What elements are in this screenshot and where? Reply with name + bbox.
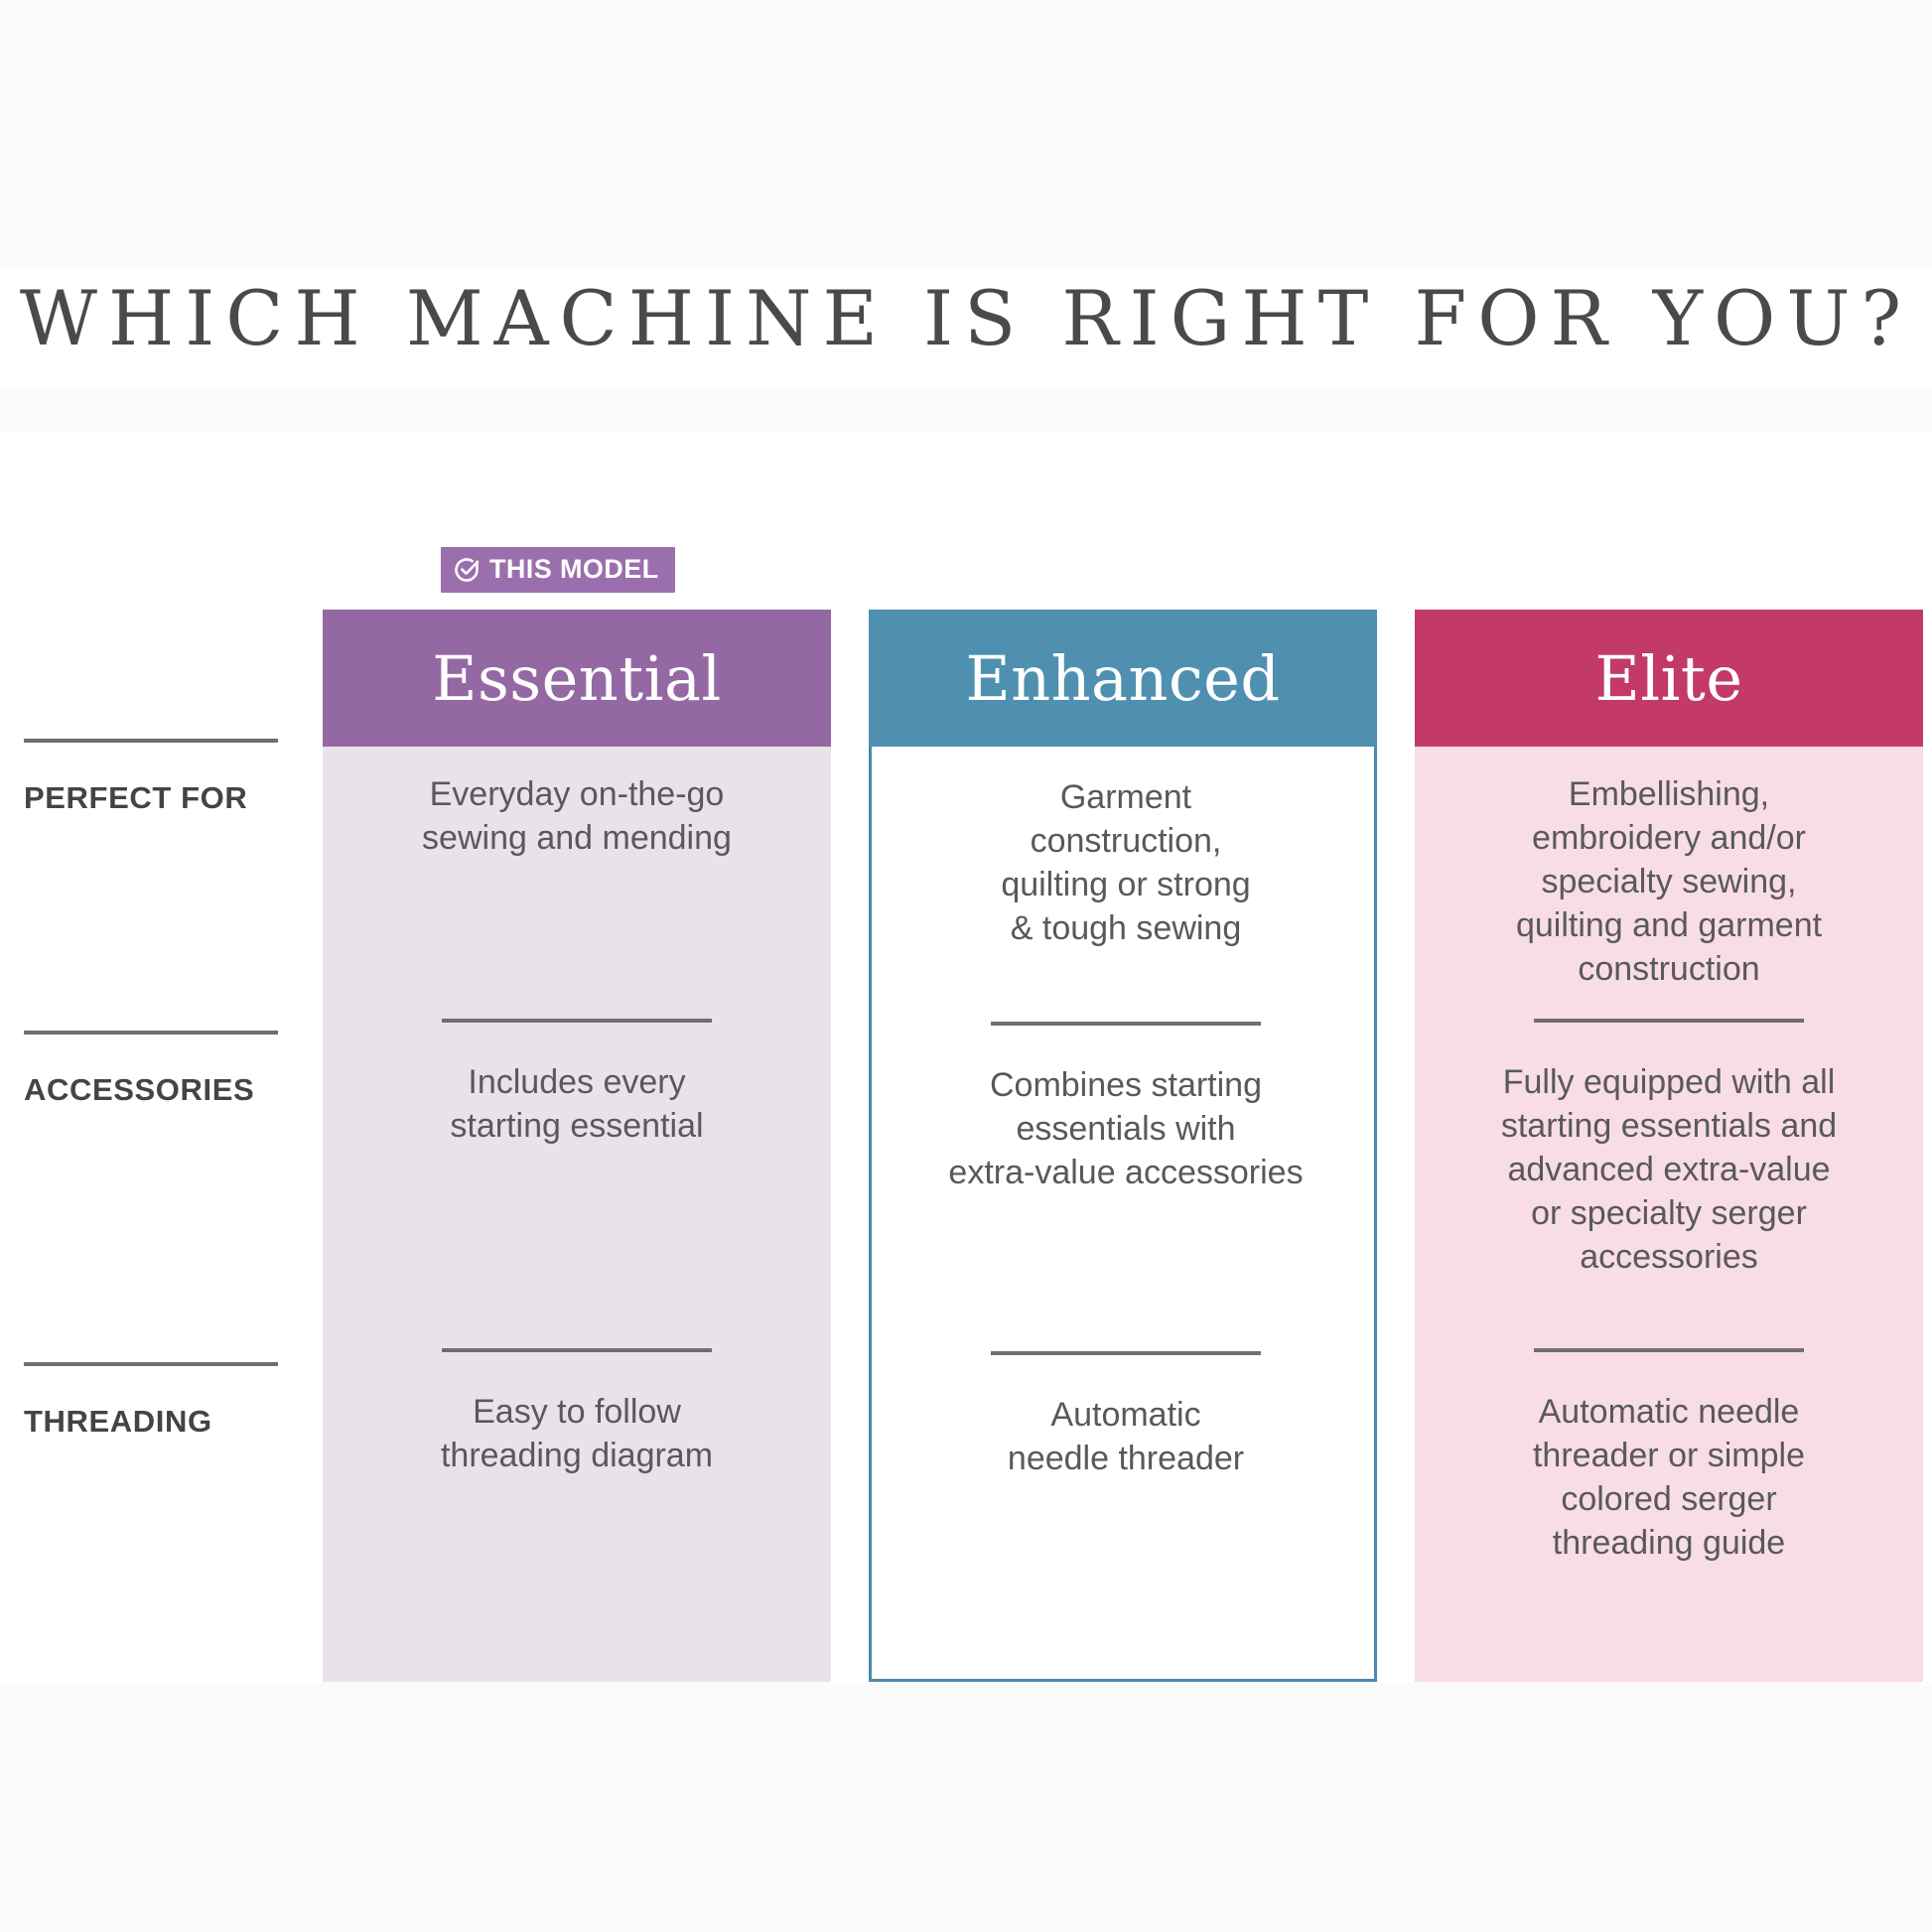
cell-elite-threading: Automatic needle threader or simple colo…: [1437, 1348, 1901, 1565]
comparison-column-enhanced[interactable]: Enhanced Garment construction, quilting …: [869, 610, 1377, 1682]
row-label-column: PERFECT FOR ACCESSORIES THREADING: [0, 0, 298, 1932]
cell-divider: [1534, 1348, 1804, 1352]
page-title: WHICH MACHINE IS RIGHT FOR YOU?: [19, 274, 1913, 362]
cell-enhanced-perfect-for: Garment construction, quilting or strong…: [894, 750, 1358, 950]
row-label-text: ACCESSORIES: [24, 1072, 255, 1107]
background-band-top: [0, 0, 1932, 268]
row-label-accessories: ACCESSORIES: [24, 1031, 298, 1108]
comparison-column-elite[interactable]: Elite Embellishing, embroidery and/or sp…: [1415, 610, 1923, 1682]
cell-divider: [442, 1019, 712, 1023]
row-label-text: PERFECT FOR: [24, 780, 248, 815]
cell-enhanced-threading: Automatic needle threader: [894, 1351, 1358, 1480]
cell-text: Everyday on-the-go sewing and mending: [422, 775, 732, 857]
column-header-elite: Elite: [1415, 610, 1923, 747]
this-model-badge: THIS MODEL: [441, 547, 675, 593]
column-header-essential: Essential: [323, 610, 831, 747]
background-band-middle: [0, 431, 1932, 550]
cell-text: Garment construction, quilting or strong…: [1001, 778, 1251, 947]
cell-divider: [991, 1022, 1261, 1026]
row-label-text: THREADING: [24, 1404, 212, 1439]
cell-text: Fully equipped with all starting essenti…: [1500, 1063, 1838, 1276]
row-label-perfect-for: PERFECT FOR: [24, 739, 298, 816]
row-label-rule: [24, 1031, 278, 1035]
comparison-column-essential[interactable]: Essential Everyday on-the-go sewing and …: [323, 610, 831, 1682]
this-model-label: THIS MODEL: [489, 553, 659, 584]
cell-divider: [991, 1351, 1261, 1355]
cell-enhanced-accessories: Combines starting essentials with extra-…: [894, 1022, 1358, 1194]
row-label-rule: [24, 739, 278, 743]
background-band-under-title: [0, 389, 1932, 431]
cell-essential-accessories: Includes every starting essential: [345, 1019, 809, 1148]
background-band-title: [127, 270, 1805, 389]
background-band-bottom: [0, 1682, 1932, 1932]
cell-elite-accessories: Fully equipped with all starting essenti…: [1437, 1019, 1901, 1279]
check-circle-icon: [453, 556, 481, 584]
cell-divider: [1534, 1019, 1804, 1023]
cell-essential-threading: Easy to follow threading diagram: [345, 1348, 809, 1477]
cell-text: Automatic needle threader: [1007, 1396, 1245, 1477]
row-label-rule: [24, 1362, 278, 1366]
cell-text: Embellishing, embroidery and/or specialt…: [1515, 775, 1823, 988]
cell-elite-perfect-for: Embellishing, embroidery and/or specialt…: [1437, 747, 1901, 991]
row-label-threading: THREADING: [24, 1362, 298, 1440]
cell-text: Automatic needle threader or simple colo…: [1532, 1393, 1805, 1562]
cell-text: Easy to follow threading diagram: [440, 1393, 714, 1474]
cell-divider: [442, 1348, 712, 1352]
cell-text: Includes every starting essential: [450, 1063, 704, 1145]
cell-essential-perfect-for: Everyday on-the-go sewing and mending: [345, 747, 809, 860]
column-header-enhanced: Enhanced: [869, 610, 1377, 747]
cell-text: Combines starting essentials with extra-…: [948, 1066, 1304, 1191]
